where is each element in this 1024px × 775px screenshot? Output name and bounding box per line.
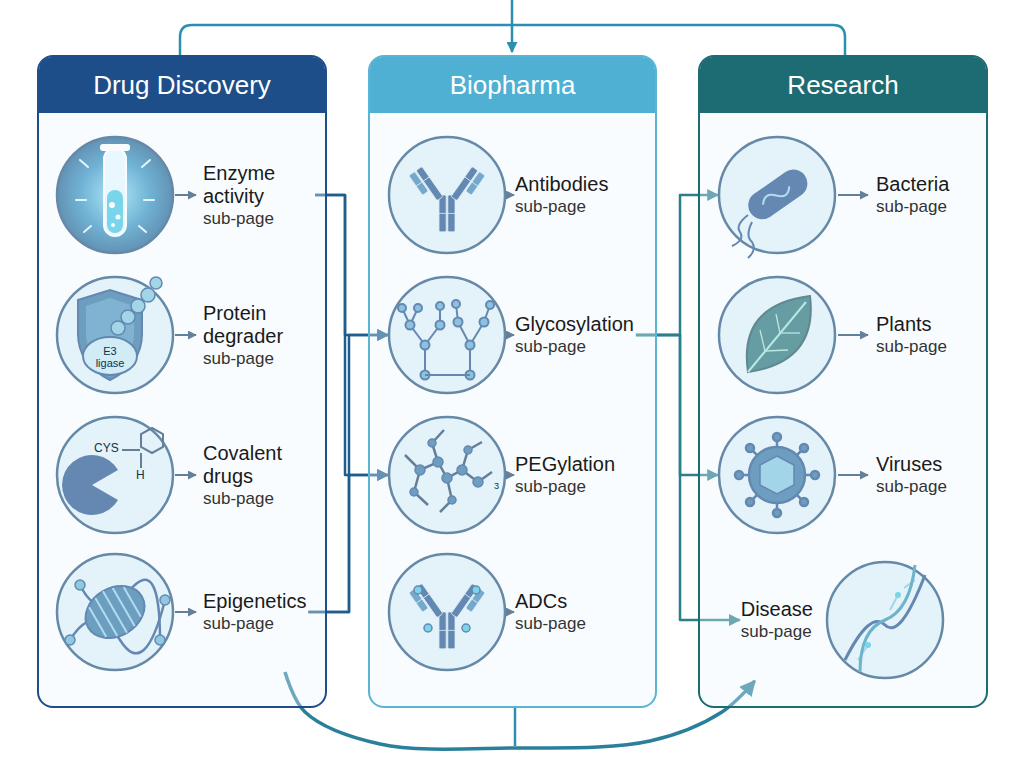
item-title: Epigenetics [203,590,306,613]
topic-item: Bacteriasub-page [719,137,949,253]
item-title: Enzyme activity [203,162,313,208]
item-subtitle: sub-page [515,613,586,634]
item-subtitle: sub-page [515,196,608,217]
item-text: Plantssub-page [876,313,947,357]
topic-item: Antibodiessub-page [389,137,608,253]
item-title: PEGylation [515,453,615,476]
icon-label: E3 ligase [88,346,132,369]
topic-item: Diseasesub-page [741,562,943,678]
item-title: Viruses [876,453,947,476]
topic-item: Virusessub-page [719,417,947,533]
panel-header: Biopharma [370,57,655,113]
item-title: ADCs [515,590,586,613]
bottom-connector [514,708,517,746]
topic-item: Protein degradersub-page [57,277,313,393]
item-text: Protein degradersub-page [203,302,313,369]
item-text: Epigeneticssub-page [203,590,306,634]
icon-label: H [136,469,148,482]
item-subtitle: sub-page [876,476,947,497]
top-connector [180,0,845,55]
topic-item: Plantssub-page [719,277,947,393]
item-subtitle: sub-page [203,348,313,369]
category-panel: BiopharmaAntibodiessub-pageGlycosylation… [368,55,657,708]
item-text: Enzyme activitysub-page [203,162,313,229]
item-text: Diseasesub-page [741,598,813,642]
item-title: Glycosylation [515,313,634,336]
topic-item: Glycosylationsub-page [389,277,634,393]
item-subtitle: sub-page [876,336,947,357]
item-title: Antibodies [515,173,608,196]
item-text: Bacteriasub-page [876,173,949,217]
item-text: PEGylationsub-page [515,453,615,497]
item-subtitle: sub-page [741,621,813,642]
panel-title: Research [787,70,898,101]
item-subtitle: sub-page [203,488,313,509]
panel-header: Drug Discovery [39,57,325,113]
item-text: Antibodiessub-page [515,173,608,217]
item-text: Covalent drugssub-page [203,442,313,509]
item-subtitle: sub-page [515,336,634,357]
item-title: Bacteria [876,173,949,196]
item-text: Glycosylationsub-page [515,313,634,357]
top-connector [180,25,845,55]
item-text: ADCssub-page [515,590,586,634]
topic-item: Epigeneticssub-page [57,554,306,670]
item-title: Plants [876,313,947,336]
item-subtitle: sub-page [203,208,313,229]
panel-header: Research [700,57,986,113]
topic-item: ADCssub-page [389,554,586,670]
icon-label: 3 [494,482,502,491]
panel-title: Biopharma [450,70,576,101]
category-panel: Drug DiscoveryEnzyme activitysub-pagePro… [37,55,327,708]
item-subtitle: sub-page [515,476,615,497]
item-title: Disease [741,598,813,621]
category-panel: ResearchBacteriasub-pagePlantssub-pageVi… [698,55,988,708]
panel-title: Drug Discovery [93,70,271,101]
topic-item: Enzyme activitysub-page [57,137,313,253]
icon-label: CYS [94,442,124,455]
item-title: Protein degrader [203,302,313,348]
topic-item: Covalent drugssub-page [57,417,313,533]
item-subtitle: sub-page [876,196,949,217]
item-subtitle: sub-page [203,613,306,634]
topic-item: PEGylationsub-page [389,417,615,533]
item-text: Virusessub-page [876,453,947,497]
item-title: Covalent drugs [203,442,313,488]
